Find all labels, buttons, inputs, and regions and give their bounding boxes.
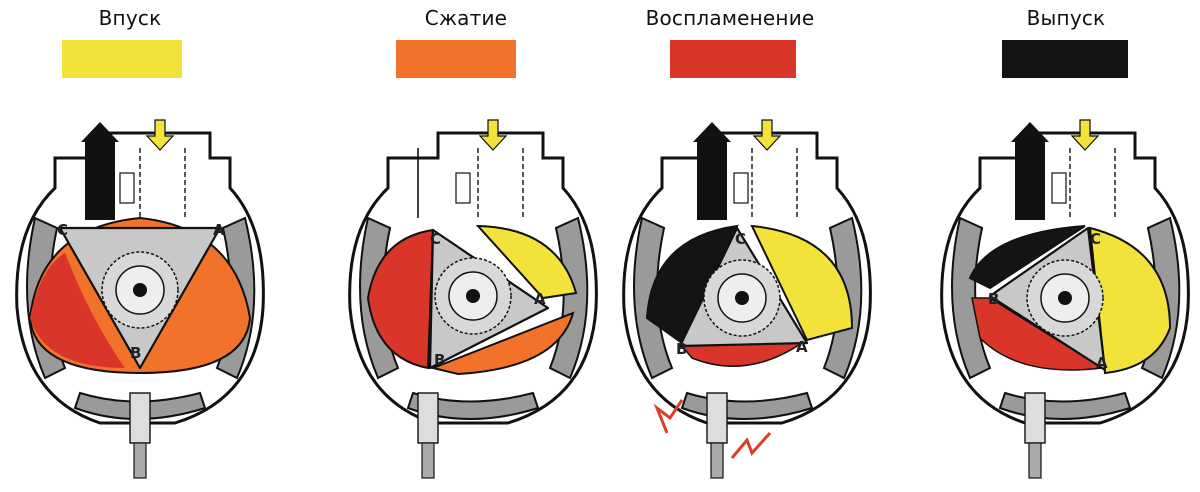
legend-ignition-label: Воспламенение bbox=[645, 6, 815, 30]
legend-compression-swatch bbox=[396, 40, 516, 78]
svg-text:B: B bbox=[988, 290, 999, 308]
legend-exhaust-swatch bbox=[1002, 40, 1128, 78]
engine-stage-intake: C A B bbox=[5, 118, 275, 488]
svg-text:C: C bbox=[735, 230, 746, 248]
spark-icon bbox=[653, 399, 684, 434]
svg-text:B: B bbox=[676, 340, 687, 358]
svg-text:A: A bbox=[534, 290, 546, 308]
spark-icon bbox=[730, 431, 772, 459]
svg-text:A: A bbox=[213, 221, 225, 239]
legend-ignition-swatch bbox=[670, 40, 796, 78]
engine-stage-compression: C A B bbox=[338, 118, 608, 488]
engine-stage-exhaust: C A B bbox=[930, 118, 1200, 488]
svg-text:B: B bbox=[434, 351, 445, 369]
svg-text:C: C bbox=[57, 221, 68, 239]
svg-text:B: B bbox=[130, 344, 141, 362]
engine-intake-drawing: C A B bbox=[15, 119, 265, 479]
svg-text:A: A bbox=[796, 338, 808, 356]
legend-intake-label: Впуск bbox=[98, 6, 162, 30]
legend-intake-swatch bbox=[62, 40, 182, 78]
legend-compression-label: Сжатие bbox=[424, 6, 508, 30]
svg-text:C: C bbox=[1090, 230, 1101, 248]
engine-compression-drawing: C A B bbox=[348, 119, 598, 479]
svg-text:C: C bbox=[430, 230, 441, 248]
legend-exhaust-label: Выпуск bbox=[1026, 6, 1106, 30]
engine-stage-ignition: C A B bbox=[612, 118, 882, 488]
engine-exhaust-drawing: C A B bbox=[940, 119, 1190, 479]
svg-text:A: A bbox=[1096, 354, 1108, 372]
engine-ignition-drawing: C A B bbox=[622, 119, 872, 479]
